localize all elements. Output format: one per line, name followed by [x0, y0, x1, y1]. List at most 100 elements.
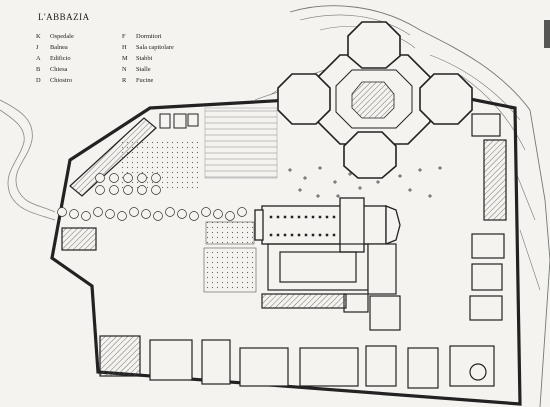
- cross-mark: [316, 194, 320, 198]
- church-column: [290, 233, 294, 237]
- legend-key: B: [36, 66, 41, 73]
- legend-entry: J Balnea: [36, 42, 74, 53]
- legend-column-left: K Ospedale J Balnea A Edificio B Chiesa D Chi…: [36, 31, 74, 86]
- cross-mark: [298, 188, 302, 192]
- church-column: [325, 233, 329, 237]
- tree-icon: [81, 211, 91, 221]
- cross-mark: [376, 180, 380, 184]
- top-small-buildings: [159, 113, 199, 129]
- tree-icon: [95, 173, 105, 183]
- legend-entry: H Sala capitolare: [122, 42, 174, 53]
- legend-key: K: [36, 33, 41, 40]
- cross-mark: [398, 174, 402, 178]
- tree-icon: [141, 209, 151, 219]
- tree-icon: [165, 207, 175, 217]
- east-buildings: [469, 113, 507, 321]
- legend-key: F: [122, 33, 126, 40]
- cross-mark: [318, 166, 322, 170]
- tree-icon: [137, 173, 147, 183]
- path-marks: [288, 166, 442, 198]
- legend-key: D: [36, 77, 41, 84]
- orchard-beds: [203, 221, 257, 293]
- church-column: [276, 233, 280, 237]
- church-column: [297, 233, 301, 237]
- tree-icon: [225, 211, 235, 221]
- legend-label: Balnea: [50, 44, 68, 51]
- church-column: [332, 233, 336, 237]
- map-legend: L'ABBAZIA K Ospedale J Balnea A Edificio B C…: [30, 10, 220, 90]
- church-column: [304, 215, 308, 219]
- tree-icon: [237, 207, 247, 217]
- legend-key: R: [122, 77, 127, 84]
- legend-key: H: [122, 44, 127, 51]
- church-column: [311, 215, 315, 219]
- herb-garden: [118, 140, 198, 190]
- legend-entry: B Chiesa: [36, 64, 74, 75]
- legend-label: Dormitori: [136, 33, 162, 40]
- legend-key: M: [122, 55, 128, 62]
- aedificium: [277, 21, 473, 179]
- legend-label: Stalle: [136, 66, 151, 73]
- church-column: [283, 233, 287, 237]
- tree-icon: [95, 185, 105, 195]
- church-column: [276, 215, 280, 219]
- tree-icon: [57, 207, 67, 217]
- legend-label: Chiostro: [50, 77, 73, 84]
- garden-field: [204, 107, 278, 179]
- balnea-building: [61, 227, 97, 251]
- legend-entry: M Stabbi: [122, 53, 174, 64]
- cross-mark: [333, 180, 337, 184]
- tree-icon: [129, 207, 139, 217]
- church: [254, 197, 401, 253]
- tree-icon: [151, 185, 161, 195]
- cross-mark: [348, 172, 352, 176]
- church-column: [332, 215, 336, 219]
- legend-label: Stabbi: [136, 55, 153, 62]
- tree-icon: [153, 211, 163, 221]
- legend-entry: N Stalle: [122, 64, 174, 75]
- legend-label: Ospedale: [50, 33, 74, 40]
- church-column: [290, 215, 294, 219]
- legend-key: J: [36, 44, 39, 51]
- winding-road: [0, 99, 56, 221]
- legend-entry: K Ospedale: [36, 31, 74, 42]
- church-column: [269, 233, 273, 237]
- legend-entry: A Edificio: [36, 53, 74, 64]
- church-column: [304, 233, 308, 237]
- legend-key: A: [36, 55, 41, 62]
- tree-icon: [109, 173, 119, 183]
- church-column: [318, 233, 322, 237]
- page-edge-mark: [544, 20, 550, 48]
- tree-row: [57, 173, 247, 221]
- south-buildings: [99, 335, 495, 389]
- tree-icon: [117, 211, 127, 221]
- cross-mark: [336, 194, 340, 198]
- legend-entry: D Chiostro: [36, 75, 74, 86]
- tree-icon: [69, 209, 79, 219]
- legend-key: N: [122, 66, 127, 73]
- tree-icon: [105, 209, 115, 219]
- tree-icon: [123, 173, 133, 183]
- legend-column-right: F Dormitori H Sala capitolare M Stabbi N Sta…: [122, 31, 174, 86]
- tree-icon: [137, 185, 147, 195]
- tree-icon: [109, 185, 119, 195]
- legend-label: Edificio: [50, 55, 71, 62]
- map-title: L'ABBAZIA: [38, 12, 90, 22]
- tree-icon: [213, 209, 223, 219]
- legend-label: Chiesa: [50, 66, 68, 73]
- cross-mark: [428, 194, 432, 198]
- legend-label: Sala capitolare: [136, 44, 174, 51]
- cross-mark: [408, 188, 412, 192]
- cross-mark: [438, 166, 442, 170]
- church-column: [283, 215, 287, 219]
- legend-label: Fucine: [136, 77, 154, 84]
- cross-mark: [288, 168, 292, 172]
- church-column: [297, 215, 301, 219]
- church-column: [269, 215, 273, 219]
- tree-icon: [201, 207, 211, 217]
- dormitory-block: [343, 243, 401, 331]
- tree-icon: [151, 173, 161, 183]
- cross-mark: [303, 176, 307, 180]
- cross-mark: [418, 168, 422, 172]
